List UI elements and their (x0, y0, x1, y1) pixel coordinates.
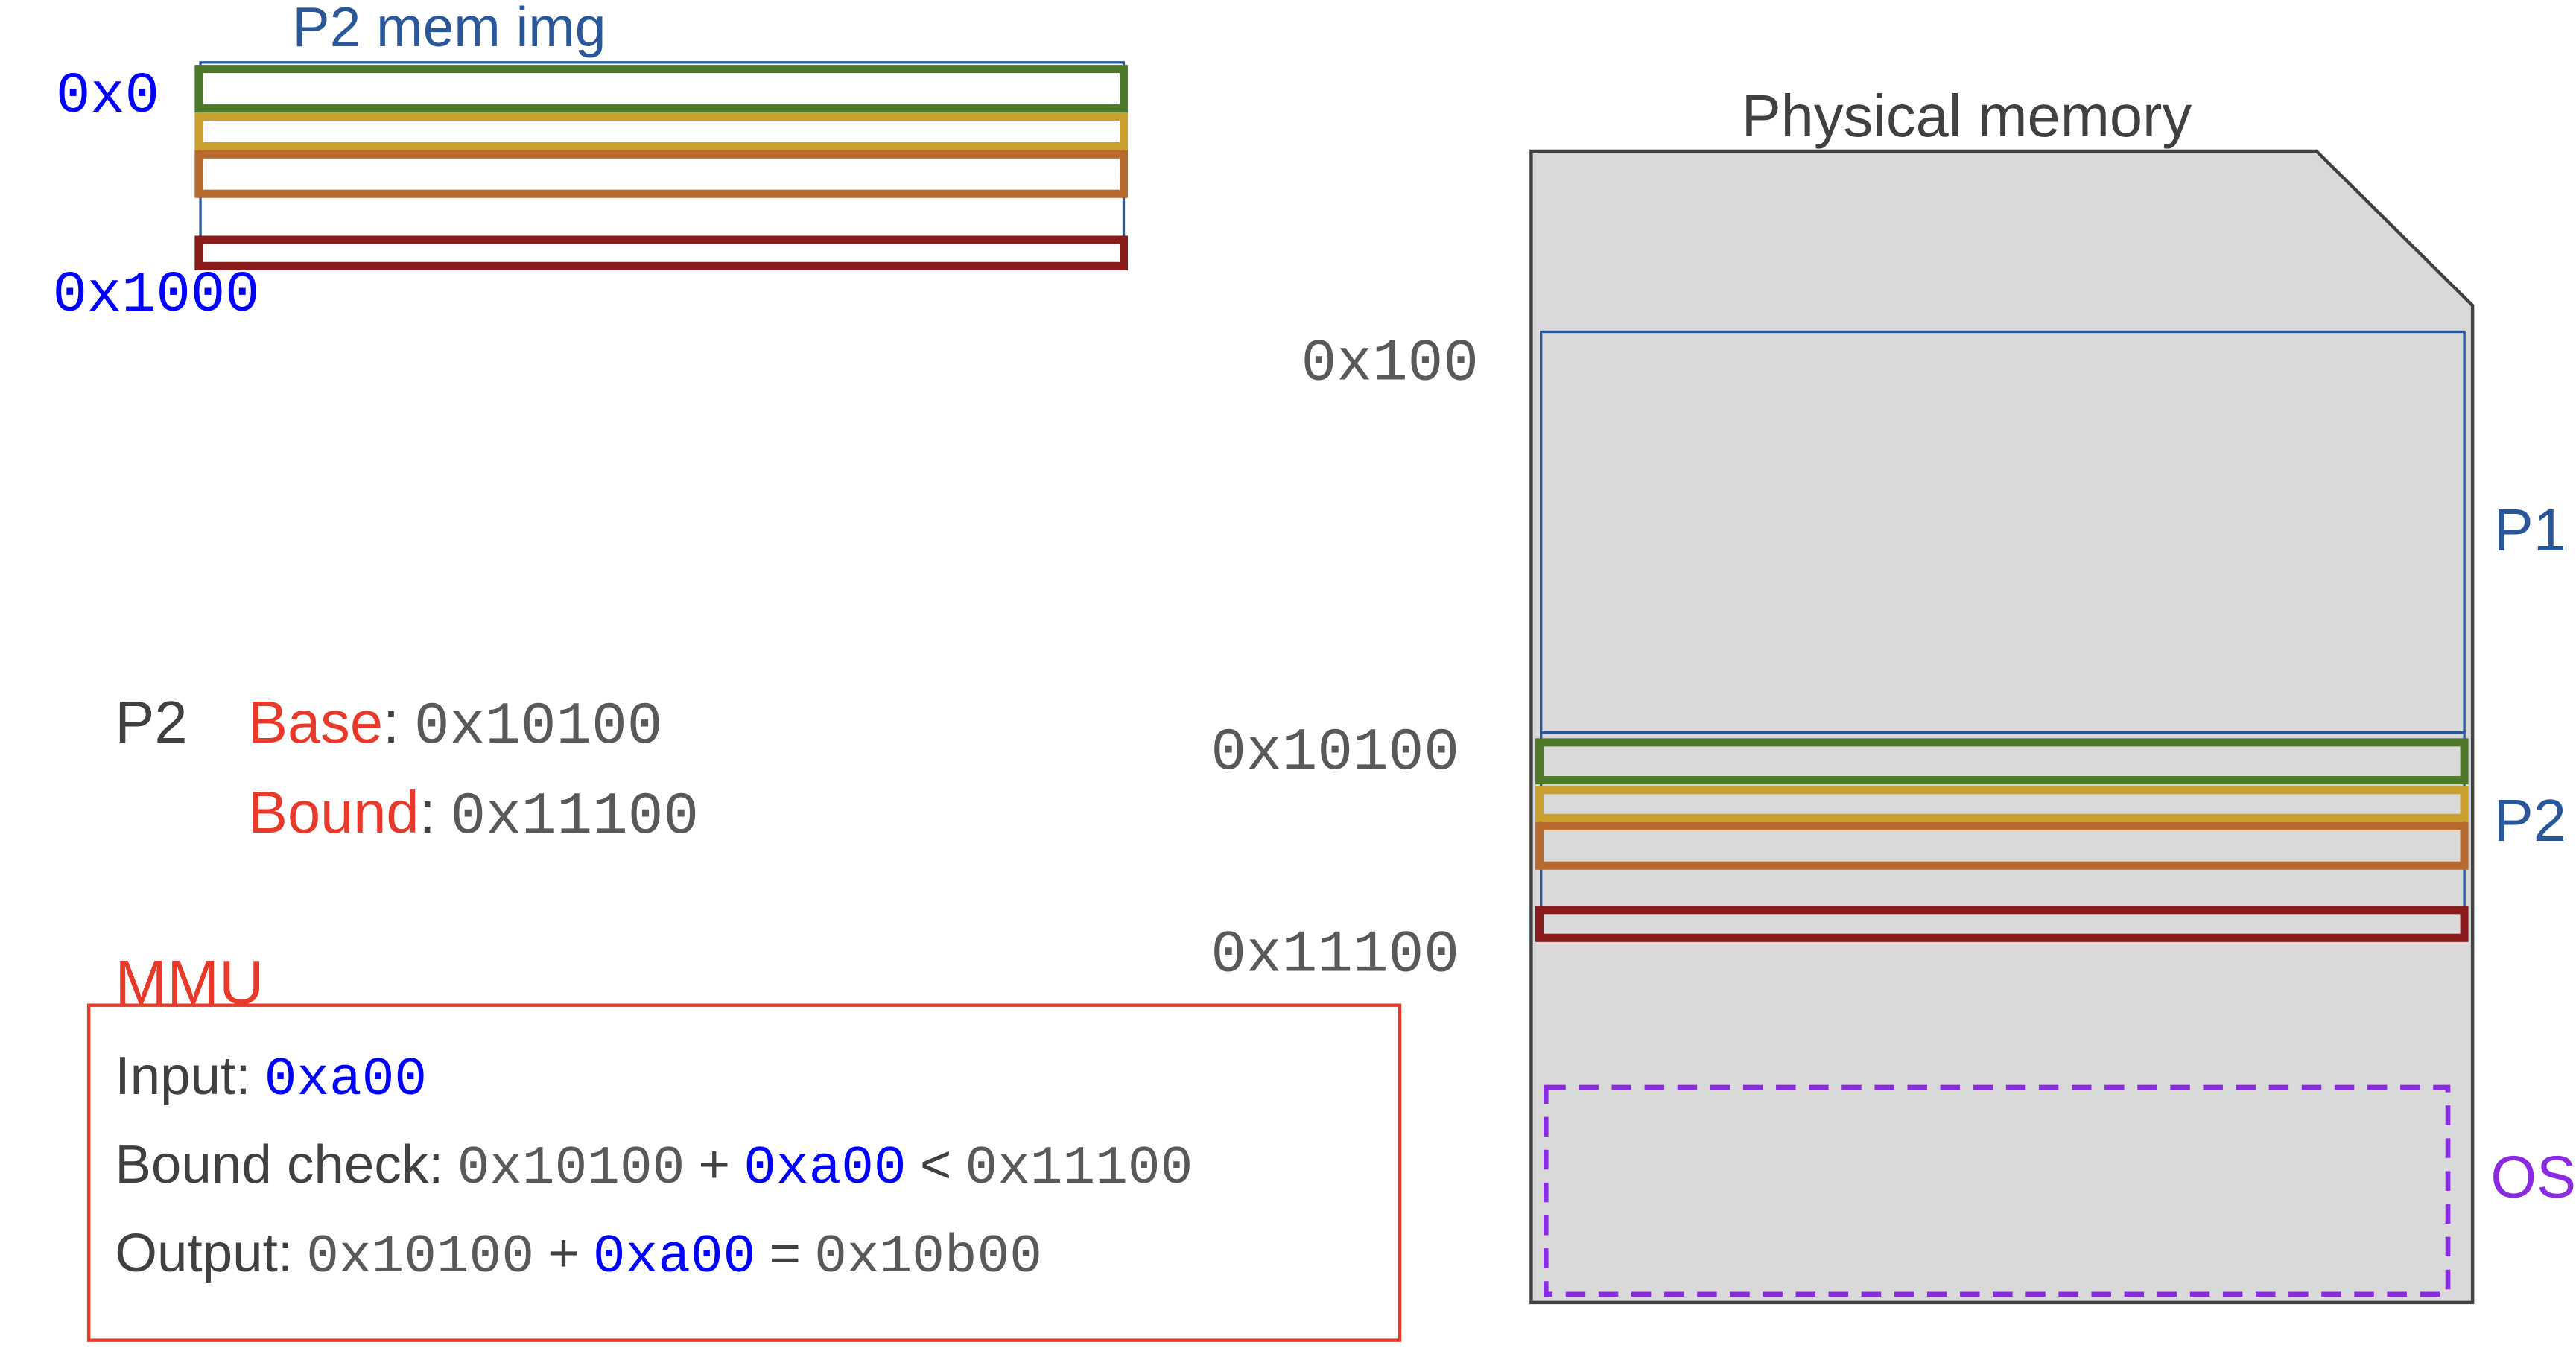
phys-segment-green (1535, 738, 2469, 785)
base-separator: : (382, 688, 400, 756)
bound-value: 0x11100 (450, 783, 699, 851)
p2-segment-green (194, 65, 1129, 113)
mmu-output-label: Output: (115, 1221, 294, 1283)
p2-segment-orange (194, 150, 1129, 198)
mmu-output-eq: = (769, 1221, 802, 1283)
region-label-p2: P2 (2493, 786, 2566, 854)
mmu-input-value: 0xa00 (264, 1049, 428, 1110)
p2-segment-gold (194, 112, 1129, 150)
p2-mem-img-diagram (194, 61, 1129, 270)
base-label: Base (248, 688, 383, 756)
phys-segment-gold (1535, 786, 2469, 822)
phys-addr-p2-start: 0x10100 (1211, 719, 1459, 787)
mmu-input-label: Input: (115, 1044, 251, 1106)
phys-addr-p2-end: 0x11100 (1211, 921, 1459, 989)
phys-addr-p1: 0x100 (1301, 330, 1479, 398)
mmu-check-plus: + (698, 1133, 731, 1195)
mmu-output-line: Output: 0x10100 + 0xa00 = 0x10b00 (115, 1225, 1042, 1284)
phys-segment-orange (1535, 821, 2469, 870)
register-process-label: P2 (115, 688, 188, 756)
mmu-check-label: Bound check: (115, 1133, 444, 1195)
bound-register: Bound: 0x11100 (248, 783, 699, 851)
p2-addr-end-label: 0x1000 (52, 262, 260, 329)
base-register: Base: 0x10100 (248, 693, 662, 757)
mmu-check-bound: 0x11100 (965, 1138, 1193, 1199)
p2-mem-img-title: P2 mem img (292, 0, 606, 60)
p2-addr-start-label: 0x0 (55, 64, 159, 130)
mmu-output-base: 0x10100 (306, 1227, 534, 1288)
mmu-input-line: Input: 0xa00 (115, 1048, 427, 1107)
mmu-check-base: 0x10100 (457, 1138, 685, 1199)
mmu-output-result: 0x10b00 (814, 1227, 1042, 1288)
mmu-output-plus: + (548, 1221, 580, 1283)
bound-label: Bound (248, 778, 419, 846)
phys-segment-maroon (1535, 906, 2469, 942)
region-label-p1: P1 (2493, 496, 2566, 564)
mmu-output-offset: 0xa00 (592, 1227, 756, 1288)
physical-memory-title: Physical memory (1741, 82, 2192, 150)
mmu-bound-check-line: Bound check: 0x10100 + 0xa00 < 0x11100 (115, 1137, 1193, 1195)
region-label-os: OS (2490, 1142, 2576, 1211)
mmu-box (86, 1003, 1402, 1342)
bound-separator: : (419, 778, 436, 846)
base-value: 0x10100 (413, 693, 663, 761)
mmu-check-lt: < (919, 1133, 952, 1195)
p2-segment-maroon (194, 235, 1129, 270)
mmu-check-offset: 0xa00 (743, 1138, 907, 1199)
physical-memory-chip (1529, 149, 2475, 1305)
